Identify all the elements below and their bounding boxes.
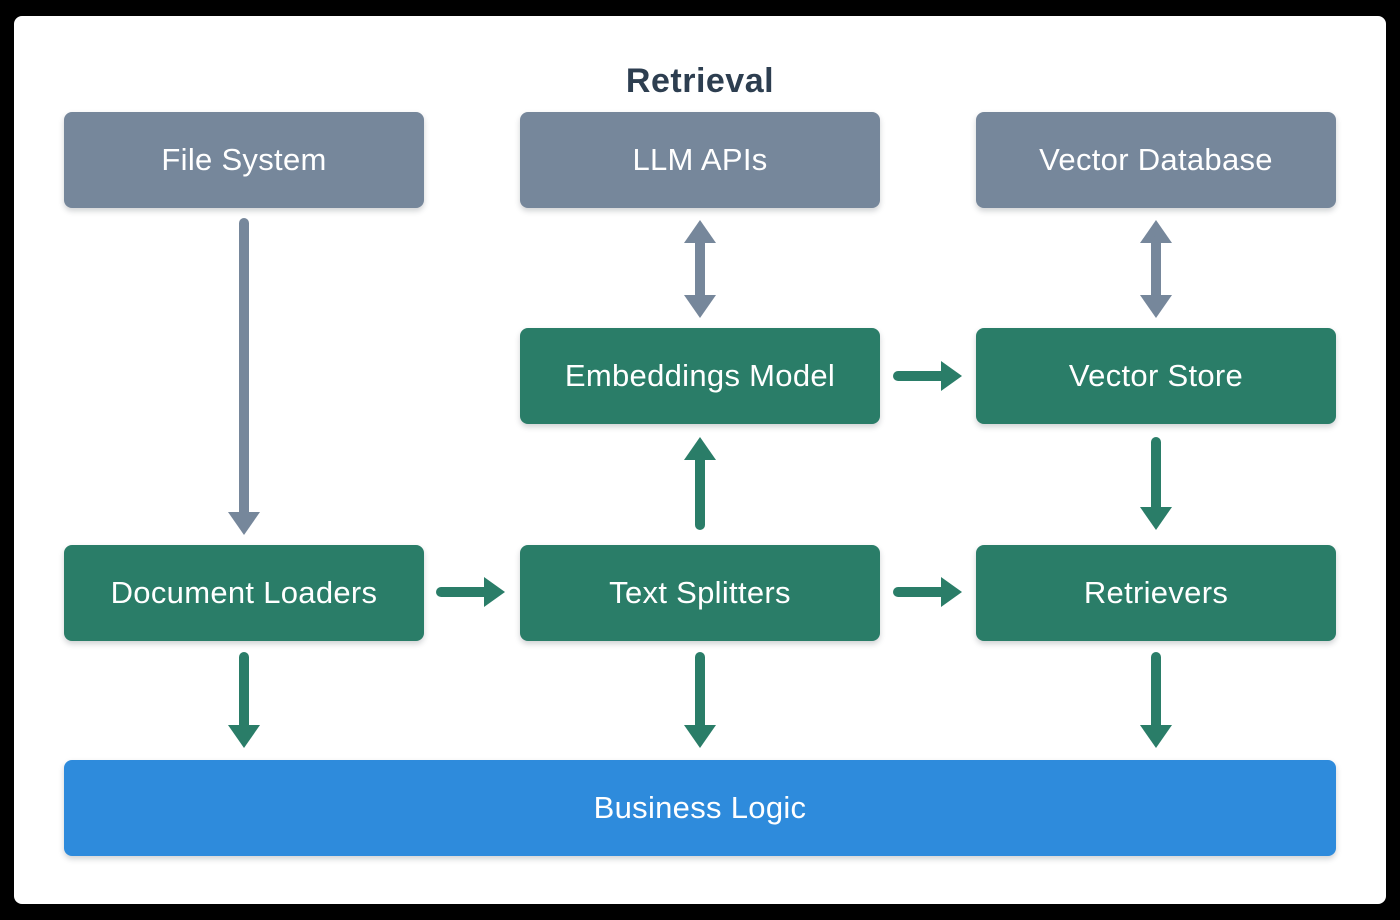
arrow-vector-store-to-retrievers <box>1140 437 1172 530</box>
node-text-splitters: Text Splitters <box>520 545 880 641</box>
node-retrievers: Retrievers <box>976 545 1336 641</box>
arrow-head-down-icon <box>228 512 260 535</box>
node-document-loaders: Document Loaders <box>64 545 424 641</box>
arrow-document-loaders-to-business-logic <box>228 652 260 748</box>
arrow-shaft <box>1151 652 1161 732</box>
node-vector-store-label: Vector Store <box>1068 358 1244 393</box>
arrow-head-up-icon <box>1140 220 1172 243</box>
arrow-head-down-icon <box>1140 507 1172 530</box>
arrow-llm-apis-embeddings-model-bidirectional <box>684 220 716 318</box>
arrow-shaft <box>695 453 705 530</box>
node-business-logic-label: Business Logic <box>593 790 807 825</box>
arrow-head-down-icon <box>1140 725 1172 748</box>
arrow-shaft <box>695 652 705 732</box>
arrow-document-loaders-to-text-splitters <box>436 577 505 607</box>
node-vector-database: Vector Database <box>976 112 1336 208</box>
node-vector-database-label: Vector Database <box>1039 142 1273 177</box>
arrow-head-right-icon <box>941 577 962 607</box>
node-llm-apis-label: LLM APIs <box>632 142 768 177</box>
arrow-embeddings-model-to-vector-store <box>893 361 962 391</box>
arrow-shaft <box>1151 236 1161 302</box>
arrow-head-right-icon <box>484 577 505 607</box>
arrow-shaft <box>239 218 249 519</box>
arrow-head-right-icon <box>941 361 962 391</box>
node-business-logic: Business Logic <box>64 760 1336 856</box>
arrow-text-splitters-to-embeddings-model <box>684 437 716 530</box>
node-embeddings-model: Embeddings Model <box>520 328 880 424</box>
node-document-loaders-label: Document Loaders <box>110 575 378 610</box>
arrow-file-system-to-document-loaders <box>228 218 260 535</box>
diagram-canvas: Retrieval File System LLM APIs Vector Da… <box>14 16 1386 904</box>
arrow-head-up-icon <box>684 220 716 243</box>
arrow-head-down-icon <box>228 725 260 748</box>
node-embeddings-model-label: Embeddings Model <box>564 358 836 393</box>
arrow-shaft <box>436 587 491 597</box>
arrow-head-down-icon <box>684 295 716 318</box>
arrow-text-splitters-to-retrievers <box>893 577 962 607</box>
arrow-head-down-icon <box>684 725 716 748</box>
node-vector-store: Vector Store <box>976 328 1336 424</box>
arrow-shaft <box>893 587 948 597</box>
arrow-shaft <box>893 371 948 381</box>
diagram-title: Retrieval <box>625 62 775 100</box>
arrow-shaft <box>1151 437 1161 514</box>
node-file-system: File System <box>64 112 424 208</box>
arrow-shaft <box>695 236 705 302</box>
arrow-retrievers-to-business-logic <box>1140 652 1172 748</box>
arrow-head-up-icon <box>684 437 716 460</box>
arrow-head-down-icon <box>1140 295 1172 318</box>
node-file-system-label: File System <box>161 142 327 177</box>
node-text-splitters-label: Text Splitters <box>609 575 791 610</box>
node-llm-apis: LLM APIs <box>520 112 880 208</box>
arrow-text-splitters-to-business-logic <box>684 652 716 748</box>
arrow-vector-database-vector-store-bidirectional <box>1140 220 1172 318</box>
node-retrievers-label: Retrievers <box>1083 575 1229 610</box>
arrow-shaft <box>239 652 249 732</box>
